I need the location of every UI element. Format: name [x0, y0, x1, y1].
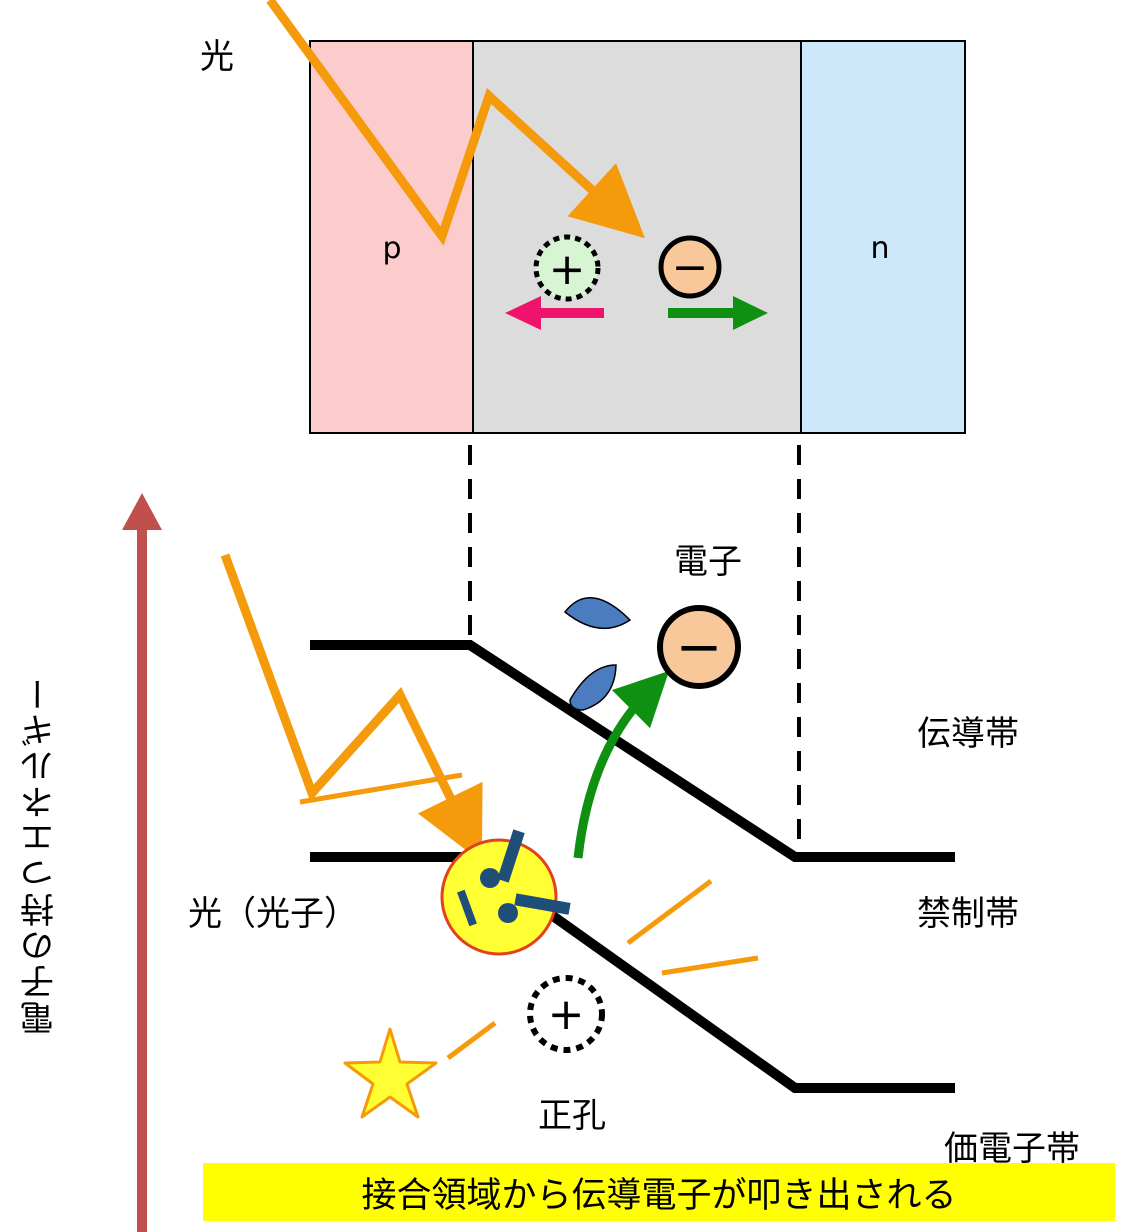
electron-top-minus: − — [672, 242, 709, 293]
photon-label: 光（光子） — [188, 894, 358, 934]
light-label-top: 光 — [200, 37, 234, 77]
light-ray-bottom — [220, 553, 483, 863]
conduction-band-label: 伝導帯 — [917, 714, 1019, 754]
junction-block — [309, 40, 966, 434]
droplet-top — [563, 597, 632, 630]
valence-band-line — [310, 852, 955, 1093]
energy-axis-label: 電子の持つエネルギー — [20, 675, 61, 1035]
hole-label: 正孔 — [538, 1096, 606, 1136]
hole-arrow — [505, 296, 604, 330]
droplet-bottom — [569, 664, 617, 711]
electron-label: 電子 — [674, 542, 742, 582]
n-region — [800, 40, 966, 434]
hole-bottom: + — [527, 975, 605, 1053]
forbidden-band-label: 禁制帯 — [917, 894, 1019, 934]
caption-banner: 接合領域から伝導電子が叩き出される — [203, 1163, 1115, 1221]
electron-bottom: − — [657, 605, 741, 689]
hole-bottom-plus: + — [548, 989, 585, 1040]
n-label: n — [870, 231, 889, 266]
valence-band-label: 価電子帯 — [944, 1129, 1080, 1169]
electron-bottom-minus: − — [676, 615, 723, 680]
electron-arrow — [668, 296, 768, 330]
light-ray-top — [266, 0, 645, 246]
hole-top-plus: + — [549, 244, 586, 295]
excitation-arrow — [573, 670, 670, 859]
caption-text: 接合領域から伝導電子が叩き出される — [361, 1175, 957, 1216]
star-icon — [343, 1027, 438, 1119]
p-label: p — [382, 231, 401, 266]
photon-character — [440, 829, 571, 956]
depletion-region — [472, 40, 802, 434]
conduction-band-line — [310, 640, 955, 862]
electron-top: − — [658, 235, 722, 299]
hole-top: + — [533, 234, 601, 302]
energy-axis-arrow — [122, 493, 162, 1232]
burst-lines — [299, 772, 759, 1061]
